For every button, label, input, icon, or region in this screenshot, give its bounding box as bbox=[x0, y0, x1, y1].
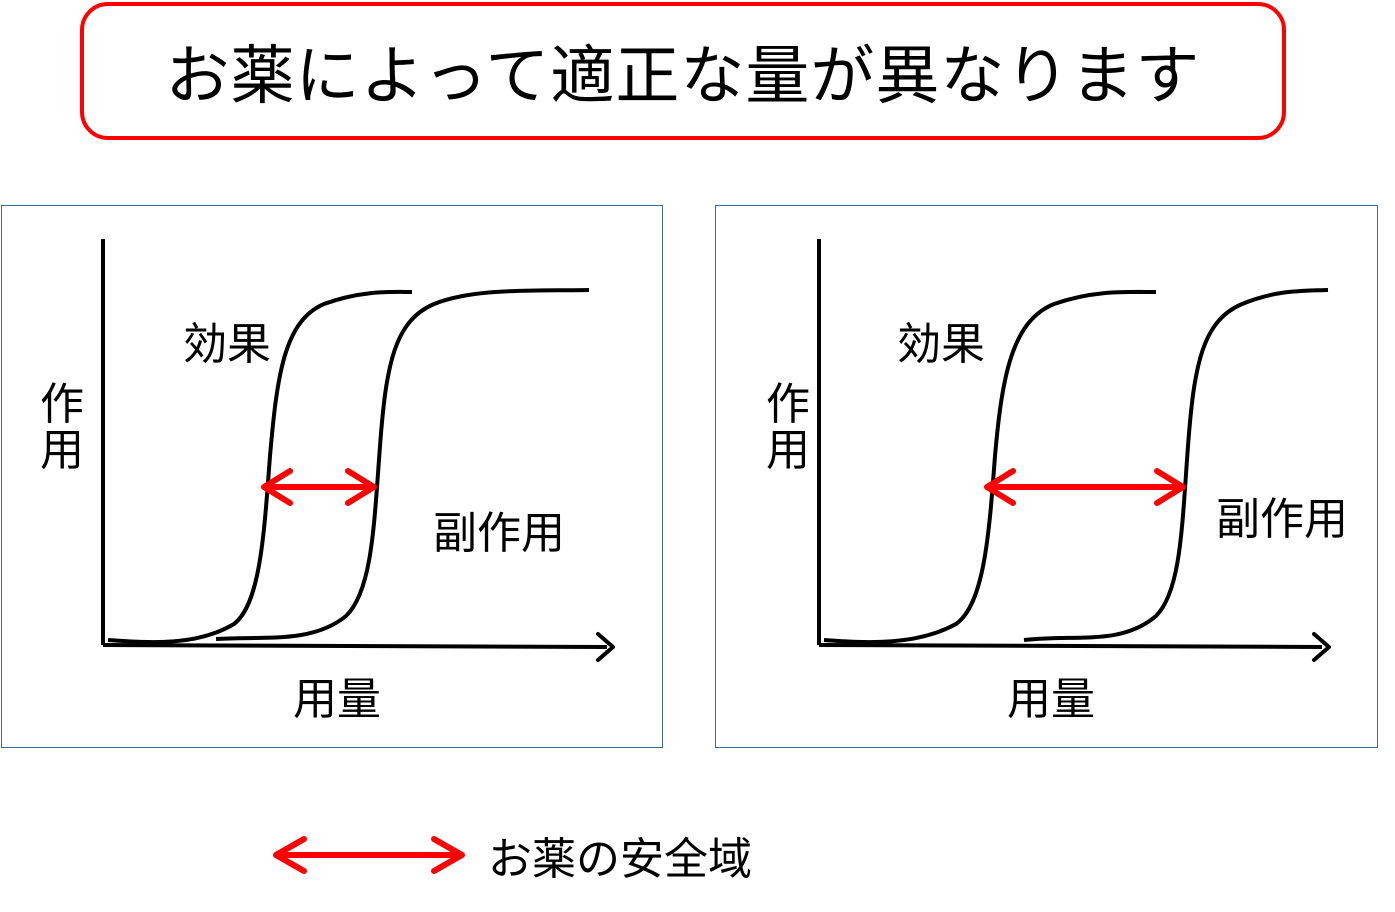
effect-label: 効果 bbox=[897, 319, 985, 370]
safety-range-arrow bbox=[261, 468, 377, 506]
x-axis-label: 用量 bbox=[293, 674, 381, 725]
x-axis-arrowhead bbox=[596, 632, 615, 662]
x-axis bbox=[818, 643, 1323, 649]
safety-range-arrow bbox=[984, 468, 1186, 506]
title-banner: お薬によって適正な量が異なります bbox=[80, 2, 1286, 140]
effect-curve bbox=[107, 289, 413, 645]
legend-label: お薬の安全域 bbox=[488, 834, 752, 885]
y-axis-label: 作用 bbox=[766, 379, 810, 477]
side-effect-label: 副作用 bbox=[1216, 494, 1348, 545]
diagram-panel-narrow: 効果 副作用 作用 用量 bbox=[1, 205, 663, 748]
effect-curve bbox=[823, 289, 1157, 645]
page-title: お薬によって適正な量が異なります bbox=[165, 40, 1201, 114]
dose-response-diagram-narrow bbox=[101, 239, 615, 662]
diagram-panel-wide: 効果 副作用 作用 用量 bbox=[715, 205, 1378, 748]
x-axis-arrowhead bbox=[1312, 632, 1331, 662]
legend-double-arrow-icon bbox=[273, 836, 465, 874]
side-effect-label: 副作用 bbox=[433, 508, 565, 559]
x-axis bbox=[102, 643, 608, 649]
y-axis-label: 作用 bbox=[40, 379, 84, 477]
x-axis-label: 用量 bbox=[1007, 674, 1095, 725]
legend: お薬の安全域 bbox=[270, 820, 752, 890]
side-effect-curve bbox=[1023, 288, 1329, 642]
side-effect-curve bbox=[215, 288, 590, 641]
dose-response-diagram-wide bbox=[817, 239, 1331, 662]
effect-label: 効果 bbox=[183, 319, 271, 370]
